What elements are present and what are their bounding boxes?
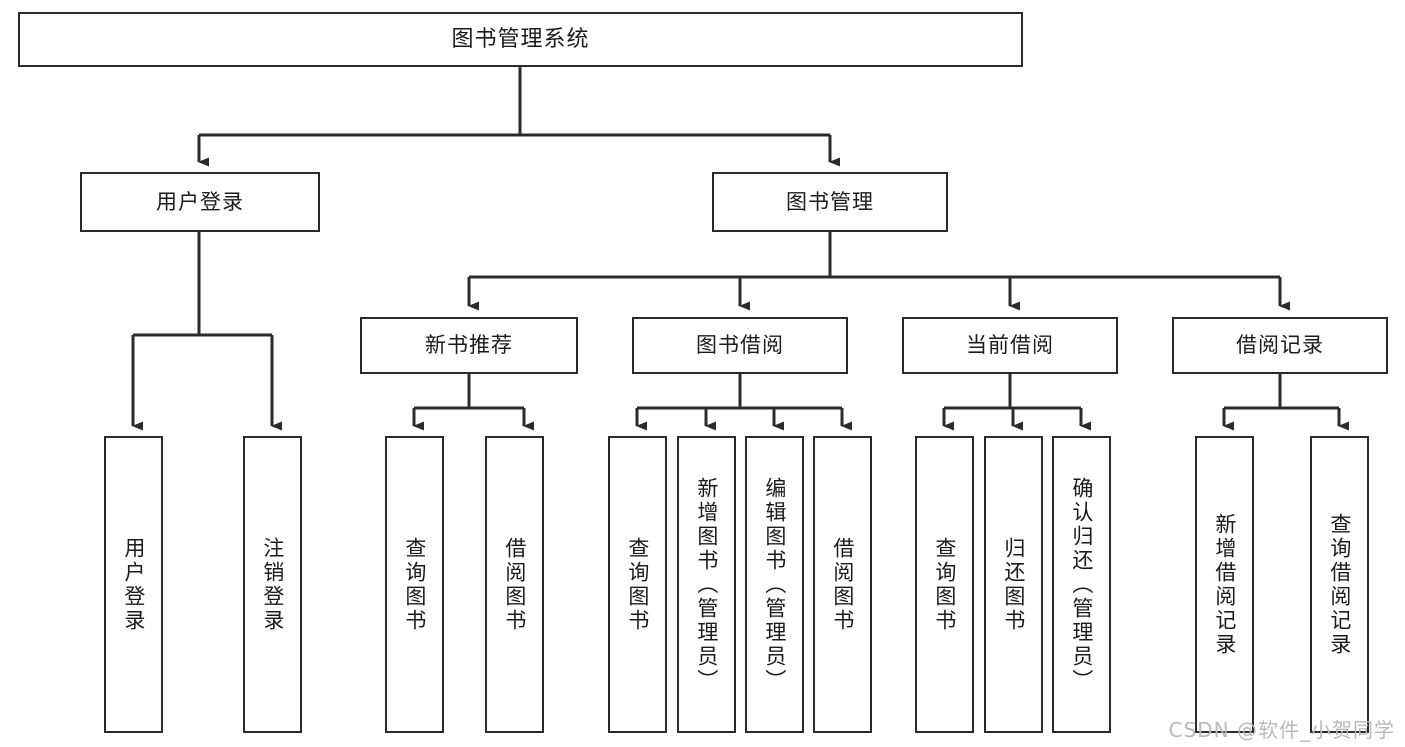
node-label: 用户登录 xyxy=(121,536,146,633)
node-label: 用户登录 xyxy=(156,189,244,214)
node-label: 图书管理系统 xyxy=(451,26,590,52)
leaf-borrow-edit-book-admin[interactable]: 编辑图书（管理员） xyxy=(745,436,804,733)
node-label: 查询图书 xyxy=(625,536,650,633)
leaf-record-add-record[interactable]: 新增借阅记录 xyxy=(1195,436,1254,733)
node-current-borrow[interactable]: 当前借阅 xyxy=(902,317,1118,374)
node-label: 查询图书 xyxy=(932,536,957,633)
node-label: 图书管理 xyxy=(786,189,874,214)
leaf-user-login-logout[interactable]: 注销登录 xyxy=(243,436,302,733)
node-root-system[interactable]: 图书管理系统 xyxy=(18,12,1023,67)
node-new-book-recommend[interactable]: 新书推荐 xyxy=(360,317,578,374)
leaf-record-query-record[interactable]: 查询借阅记录 xyxy=(1310,436,1369,733)
node-label: 图书借阅 xyxy=(696,333,784,358)
node-book-management[interactable]: 图书管理 xyxy=(712,172,948,232)
node-label: 借阅记录 xyxy=(1236,333,1324,358)
node-label: 当前借阅 xyxy=(966,333,1054,358)
leaf-recommend-query-book[interactable]: 查询图书 xyxy=(385,436,444,733)
node-book-borrow[interactable]: 图书借阅 xyxy=(632,317,848,374)
node-label: 查询借阅记录 xyxy=(1327,512,1352,657)
leaf-current-return-book[interactable]: 归还图书 xyxy=(984,436,1043,733)
leaf-recommend-borrow-book[interactable]: 借阅图书 xyxy=(485,436,544,733)
node-label: 注销登录 xyxy=(260,536,285,633)
node-label: 借阅图书 xyxy=(502,536,527,633)
node-user-login[interactable]: 用户登录 xyxy=(80,172,320,232)
node-label: 确认归还（管理员） xyxy=(1069,476,1094,693)
node-label: 借阅图书 xyxy=(830,536,855,633)
leaf-borrow-add-book-admin[interactable]: 新增图书（管理员） xyxy=(677,436,736,733)
csdn-watermark: CSDN @软件_小贺同学 xyxy=(1168,718,1395,742)
leaf-borrow-borrow-book[interactable]: 借阅图书 xyxy=(813,436,872,733)
node-label: 新增借阅记录 xyxy=(1212,512,1237,657)
leaf-current-query-book[interactable]: 查询图书 xyxy=(915,436,974,733)
node-label: 新增图书（管理员） xyxy=(694,476,719,693)
node-label: 新书推荐 xyxy=(425,333,513,358)
node-label: 查询图书 xyxy=(402,536,427,633)
node-borrow-record[interactable]: 借阅记录 xyxy=(1172,317,1388,374)
leaf-user-login-login[interactable]: 用户登录 xyxy=(104,436,163,733)
node-label: 归还图书 xyxy=(1001,536,1026,633)
leaf-current-confirm-return-admin[interactable]: 确认归还（管理员） xyxy=(1052,436,1111,733)
leaf-borrow-query-book[interactable]: 查询图书 xyxy=(608,436,667,733)
node-label: 编辑图书（管理员） xyxy=(762,476,787,693)
